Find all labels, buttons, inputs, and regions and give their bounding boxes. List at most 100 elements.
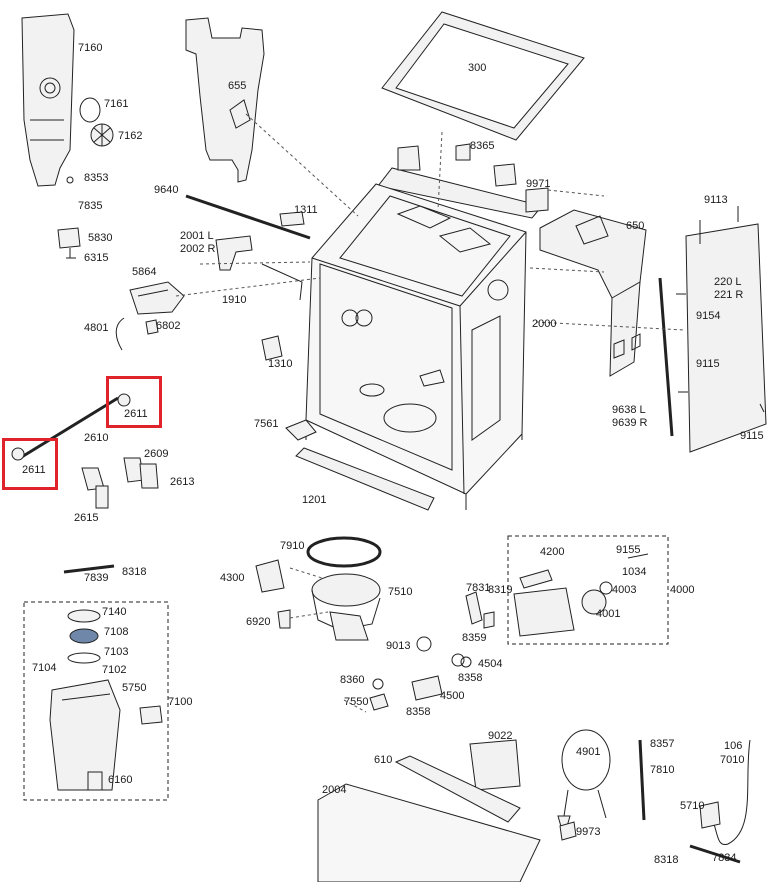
part-label: 8318 [122, 566, 147, 578]
part-label: 9638 L [612, 404, 646, 416]
part-label: 221 R [714, 289, 744, 301]
part-label: 220 L [714, 276, 742, 288]
assembly-guide-lines [175, 113, 685, 713]
part-label: 7162 [118, 130, 143, 142]
part-label: 1910 [222, 294, 247, 306]
side-insulation [539, 209, 647, 377]
part-label: 5864 [132, 266, 157, 278]
worktop-frame [381, 11, 585, 141]
part-label: 9113 [704, 194, 728, 206]
aquastop-hose [638, 739, 646, 821]
part-label: 650 [626, 220, 645, 232]
insulation-mat [185, 17, 265, 183]
part-label: 8358 [406, 706, 431, 718]
part-label: 7561 [254, 418, 279, 430]
part-label: 7831 [466, 582, 491, 594]
filter-disc [90, 123, 114, 147]
part-label: 4901 [576, 746, 601, 758]
part-label: 1310 [268, 358, 293, 370]
rail-rod-2610 [11, 393, 131, 461]
part-label: 8359 [462, 632, 487, 644]
part-label: 8360 [340, 674, 365, 686]
heating-element [255, 559, 285, 593]
part-label: 4003 [612, 584, 637, 596]
part-label: 9640 [154, 184, 179, 196]
part-label: 7550 [344, 696, 369, 708]
part-label: 4200 [540, 546, 565, 558]
part-label: 4500 [440, 690, 465, 702]
rail-rod [185, 194, 311, 240]
drain-hose-holder [689, 844, 741, 864]
inlet-hose [699, 739, 751, 846]
part-label: 8318 [654, 854, 679, 866]
hinge-bracket [215, 235, 253, 271]
part-label: 7102 [102, 664, 127, 676]
part-label: 2610 [84, 432, 109, 444]
foot-pads [81, 457, 159, 509]
part-label: 4001 [596, 608, 621, 620]
part-label: 9971 [526, 178, 551, 190]
hose-connector [285, 419, 317, 441]
part-label: 2002 R [180, 243, 216, 255]
cable-part [115, 317, 125, 351]
part-label: 9115 [696, 358, 720, 370]
highlight-box-2611-upper [106, 376, 162, 428]
part-label: 7810 [650, 764, 675, 776]
part-label: 1034 [622, 566, 647, 578]
part-label: 9013 [386, 640, 411, 652]
part-label: 5750 [122, 682, 147, 694]
inner-door [317, 783, 541, 882]
cord-clip [559, 821, 577, 841]
part-label: 4300 [220, 572, 245, 584]
part-label: 9154 [696, 310, 721, 322]
highlight-box-2611-lower [2, 438, 58, 490]
part-label: 106 [724, 740, 743, 752]
drain-strap [63, 564, 115, 574]
part-label-highlighted: 2611 [124, 408, 148, 420]
part-label: 9155 [616, 544, 641, 556]
part-label: 7839 [84, 572, 109, 584]
part-label: 8365 [470, 140, 495, 152]
part-label: 7103 [104, 646, 129, 658]
control-panel [394, 755, 521, 823]
part-label: 9022 [488, 730, 513, 742]
hinge-spring-assembly [129, 281, 185, 315]
part-label: 9639 R [612, 417, 648, 429]
part-label: 655 [228, 80, 247, 92]
part-label: 610 [374, 754, 393, 766]
part-label: 6920 [246, 616, 271, 628]
dishwasher-tub [305, 183, 527, 510]
control-module [469, 739, 521, 791]
power-cord [557, 729, 611, 831]
part-label: 9115 [740, 430, 764, 442]
hose-clamp [57, 227, 81, 259]
side-panel [685, 223, 767, 453]
part-label: 2001 L [180, 230, 214, 242]
part-label: 7104 [32, 662, 57, 674]
part-label: 300 [468, 62, 487, 74]
part-label: 2004 [322, 784, 347, 796]
nozzle-part [66, 176, 74, 184]
part-label: 7910 [280, 540, 305, 552]
door-seal-strip [658, 277, 674, 437]
gasket-ring [79, 97, 101, 123]
drain-hose-part [465, 591, 495, 629]
sump-seal-ring [306, 536, 382, 568]
part-label: 7161 [104, 98, 129, 110]
part-label: 7140 [102, 606, 127, 618]
part-label-highlighted: 2611 [22, 464, 46, 476]
part-label: 7834 [712, 852, 737, 864]
clip-part [279, 211, 305, 227]
part-label: 8358 [458, 672, 483, 684]
part-label: 7010 [720, 754, 745, 766]
mounting-rail [377, 143, 549, 219]
part-label: 5830 [88, 232, 113, 244]
cable-guide [261, 263, 303, 301]
part-label: 7100 [168, 696, 193, 708]
part-label: 4504 [478, 658, 503, 670]
water-softener-group [23, 601, 169, 801]
sump-assembly [311, 573, 381, 641]
part-label: 1201 [302, 494, 327, 506]
